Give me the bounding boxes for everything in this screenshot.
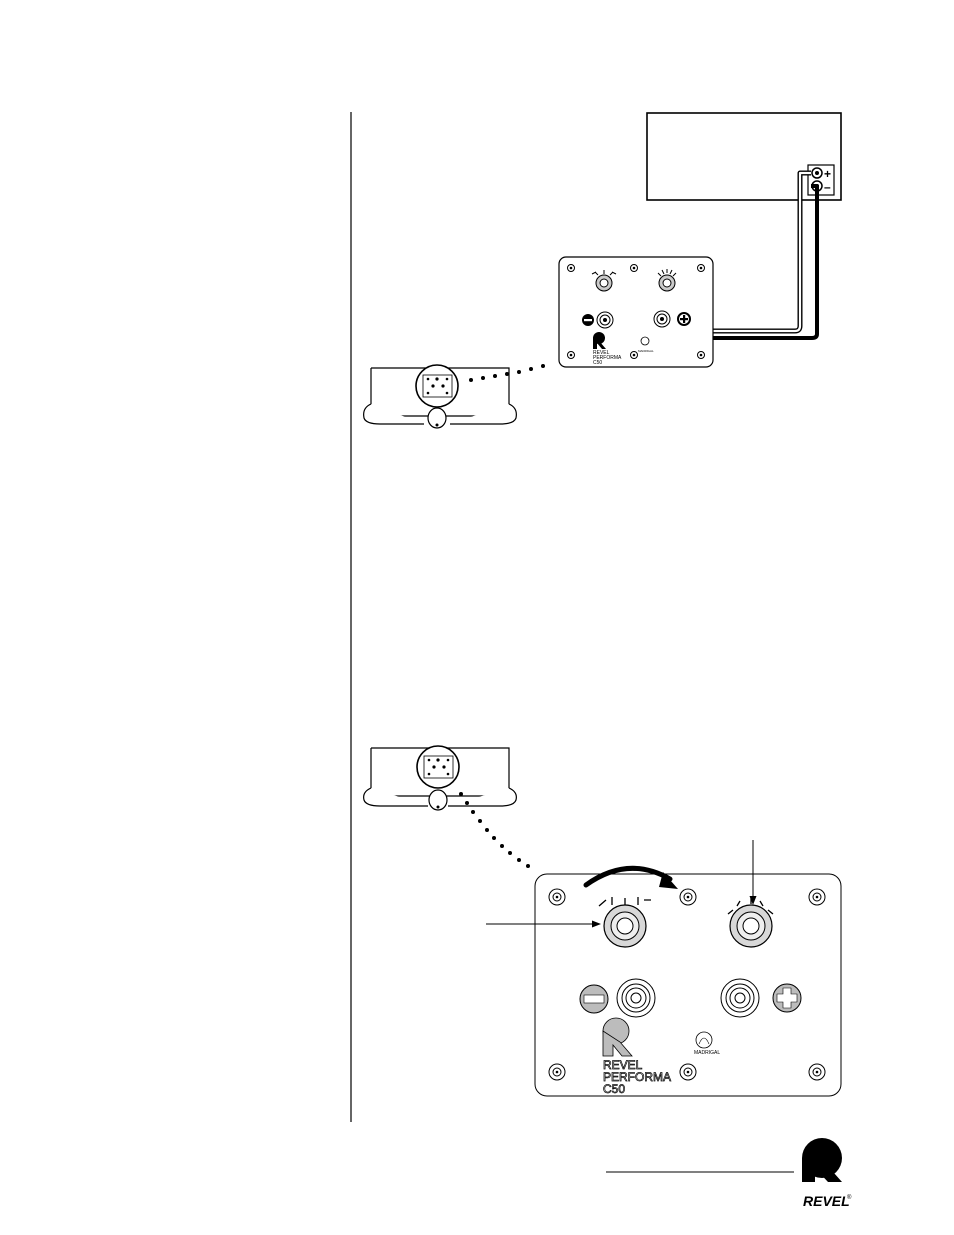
amp-positive-terminal <box>812 168 822 178</box>
small-madrigal-text: MADRIGAL <box>638 349 654 353</box>
amp-minus-label: – <box>824 180 831 194</box>
small-madrigal-icon <box>641 337 649 345</box>
screw-icon <box>549 1064 565 1080</box>
screw-icon <box>809 889 825 905</box>
screw-icon <box>680 1064 696 1080</box>
large-positive-post <box>721 979 759 1017</box>
large-madrigal-icon <box>696 1032 712 1048</box>
top-dotted-leader <box>469 364 545 382</box>
plus-icon <box>678 313 690 325</box>
minus-icon <box>582 314 594 326</box>
bottom-speaker-cabinet <box>364 746 517 810</box>
large-madrigal-text: MADRIGAL <box>694 1050 720 1056</box>
small-terminal-panel: REVEL PERFORMA C50 MADRIGAL <box>559 257 713 367</box>
top-speaker-cabinet <box>364 365 517 428</box>
large-minus-icon <box>580 985 608 1013</box>
screw-icon <box>631 352 638 359</box>
screw-icon <box>809 1064 825 1080</box>
large-terminal-panel: REVEL PERFORMA C50 MADRIGAL <box>535 874 841 1096</box>
footer-logo-text: REVEL <box>803 1193 850 1209</box>
screw-icon <box>568 265 575 272</box>
screw-icon <box>698 352 705 359</box>
screw-icon <box>549 889 565 905</box>
screw-icon <box>631 265 638 272</box>
revel-logo-icon <box>802 1138 842 1182</box>
small-negative-post <box>597 312 613 328</box>
footer-logo-mark: ® <box>847 1194 852 1201</box>
screw-icon <box>698 265 705 272</box>
small-positive-post <box>654 311 670 327</box>
small-brand-line-3: C50 <box>593 360 602 366</box>
screw-icon <box>568 352 575 359</box>
large-plus-icon <box>773 984 801 1012</box>
amp-plus-label: + <box>824 167 831 181</box>
large-negative-post <box>617 979 655 1017</box>
large-brand-line-3: C50 <box>603 1082 625 1096</box>
screw-icon <box>680 889 696 905</box>
